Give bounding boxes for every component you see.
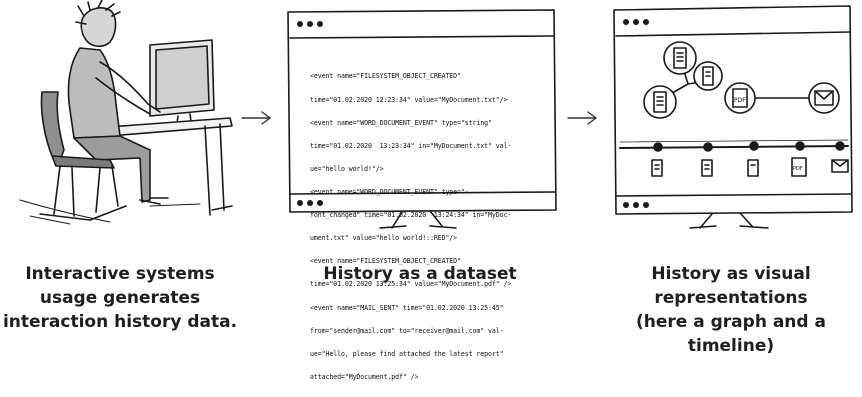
code-line: time="01.02.2020 13:23:34" in="MyDocumen…: [310, 141, 512, 150]
graph-node: [663, 41, 697, 75]
timeline-point: [835, 141, 845, 151]
window-dot: [623, 19, 629, 25]
window-dot: [633, 202, 639, 208]
timeline-point: [653, 142, 663, 152]
code-line: font_changed" time="01.02.2020 13:24:34"…: [310, 211, 512, 220]
graph-node: [643, 85, 677, 119]
code-line: <event name="MAIL_SENT" time="01.02.2020…: [310, 303, 504, 312]
caption-dataset: History as a dataset: [270, 262, 570, 286]
panel-visual: PDF PDF History as visual representation…: [600, 0, 862, 364]
panel-person: Interactive systems usage generates inte…: [0, 0, 240, 364]
timeline-point: [795, 141, 805, 151]
pdf-label: PDF: [734, 97, 746, 104]
pdf-label-timeline: PDF: [793, 166, 803, 172]
window-dot: [297, 21, 303, 27]
dataset-text: <event name="FILESYSTEM_OBJECT_CREATED" …: [310, 58, 546, 397]
timeline-point: [703, 142, 713, 152]
timeline-point: [749, 141, 759, 151]
panel-dataset: <event name="FILESYSTEM_OBJECT_CREATED" …: [270, 0, 570, 381]
window-dot: [297, 200, 303, 206]
code-line: attached="MyDocument.pdf" />: [310, 372, 419, 381]
code-line: ue="Hello, please find attached the late…: [310, 349, 504, 358]
code-line: from="sender@mail.com" to="receiver@mail…: [310, 326, 504, 335]
window-dot: [633, 19, 639, 25]
code-line: <event name="FILESYSTEM_OBJECT_CREATED": [310, 257, 461, 266]
code-line: time="01.02.2020 12:23:34" value="MyDocu…: [310, 95, 508, 104]
window-dot: [317, 200, 323, 206]
code-line: ument.txt" value="hello world!::RED"/>: [310, 234, 458, 243]
window-dot: [317, 21, 323, 27]
code-line: ue="hello world!"/>: [310, 164, 384, 173]
code-line: time="01.02.2020 13:25:34" value="MyDocu…: [310, 280, 512, 289]
code-line: <event name="WORD_DOCUMENT_EVENT" type="…: [310, 187, 469, 196]
person-at-computer-sketch: [19, 0, 233, 225]
dataset-window-sketch: [287, 9, 557, 229]
caption-line: History as visual: [651, 264, 811, 284]
window-dot: [643, 202, 649, 208]
visualization-window-sketch: PDF PDF: [613, 5, 853, 229]
caption-line: representations: [654, 288, 808, 308]
caption-line: (here a graph and a: [636, 312, 826, 332]
caption-line: Interactive systems: [25, 264, 215, 284]
window-dot: [643, 19, 649, 25]
arrow-right-icon: [567, 111, 598, 125]
caption-line: History as a dataset: [323, 264, 517, 284]
code-line: <event name="WORD_DOCUMENT_EVENT" type="…: [310, 118, 492, 127]
caption-line: timeline): [687, 336, 775, 356]
caption-line: usage generates: [39, 288, 201, 308]
window-dot: [623, 202, 629, 208]
window-dot: [307, 21, 313, 27]
code-line: <event name="FILESYSTEM_OBJECT_CREATED": [310, 72, 461, 81]
caption-line: interaction history data.: [2, 312, 238, 332]
window-dot: [307, 200, 313, 206]
arrow-right-icon: [241, 111, 272, 125]
caption-person: Interactive systems usage generates inte…: [0, 262, 240, 334]
caption-visual: History as visual representations (here …: [600, 262, 862, 358]
